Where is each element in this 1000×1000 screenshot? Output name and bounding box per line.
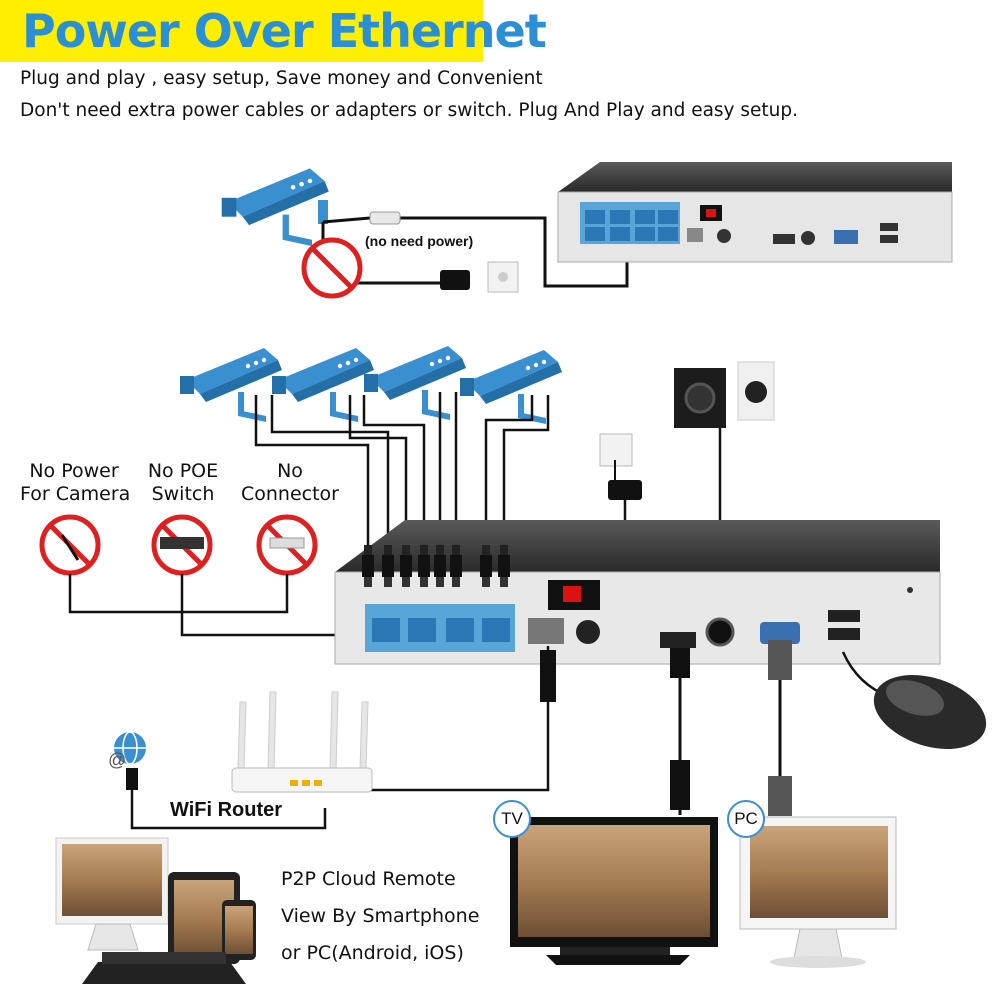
- speakers: [674, 361, 775, 620]
- wifi-router: [231, 691, 373, 793]
- tv-tag: TV: [493, 800, 531, 838]
- pc-monitor: [739, 816, 897, 968]
- prohibit-icon: [304, 240, 360, 296]
- title-banner: Power Over Ethernet: [0, 0, 547, 62]
- remote-line-3: or PC(Android, iOS): [281, 942, 464, 964]
- svg-text:@: @: [108, 750, 126, 770]
- remote-devices: [55, 837, 256, 984]
- tv-monitor: [510, 817, 718, 965]
- top-nvr: [557, 162, 953, 263]
- prohibit-no-power: [42, 517, 98, 573]
- internet-globe-icon: @: [108, 731, 146, 770]
- subtitle-line-2: Don't need extra power cables or adapter…: [20, 100, 799, 121]
- camera-group: [180, 346, 562, 424]
- top-camera: [221, 168, 329, 247]
- main-nvr: [334, 520, 941, 665]
- page-title: Power Over Ethernet: [22, 4, 547, 58]
- remote-line-1: P2P Cloud Remote: [281, 868, 456, 890]
- subtitle-line-1: Plug and play , easy setup, Save money a…: [20, 68, 543, 89]
- prohibit-no-poe-switch: [154, 517, 210, 573]
- pc-tag: PC: [727, 800, 765, 838]
- no-need-power-label: (no need power): [365, 233, 474, 249]
- rj45-plugs: [362, 545, 510, 587]
- mouse: [873, 675, 987, 749]
- prohibit-no-connector: [259, 517, 315, 573]
- router-label: WiFi Router: [170, 799, 283, 821]
- remote-line-2: View By Smartphone: [281, 905, 480, 927]
